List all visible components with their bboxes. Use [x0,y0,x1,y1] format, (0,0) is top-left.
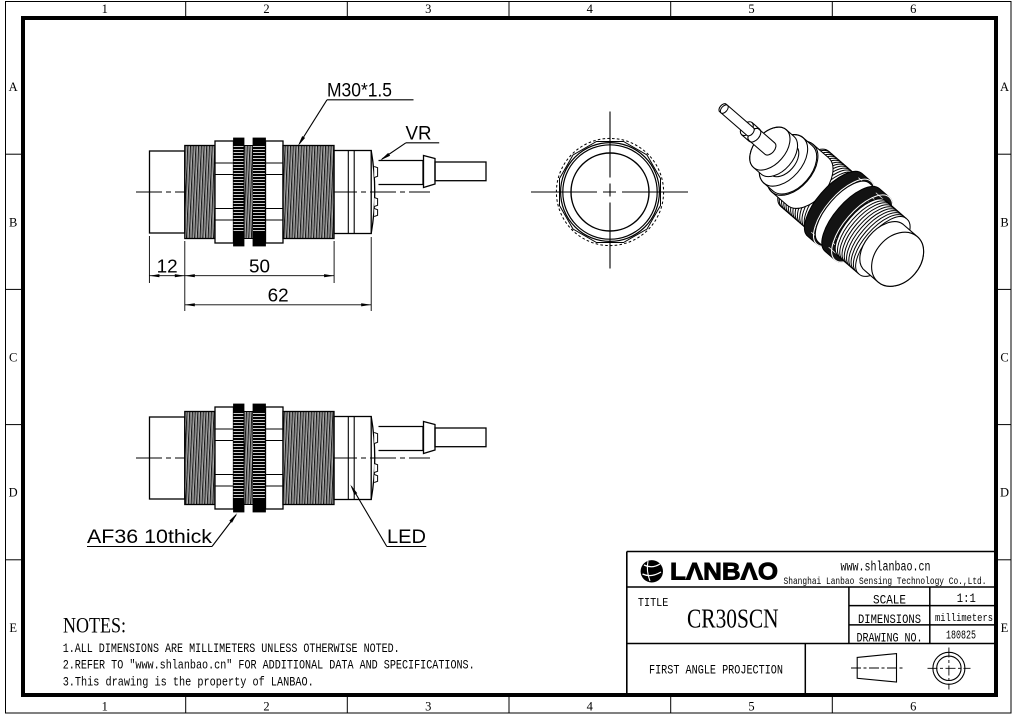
svg-text:A: A [9,80,18,94]
svg-text:5: 5 [748,2,754,16]
svg-text:5: 5 [748,700,754,714]
svg-text:4: 4 [587,2,594,16]
svg-text:D: D [1000,486,1009,500]
svg-text:6: 6 [910,2,916,16]
svg-text:2.REFER TO ″www.shlanbao.cn″ F: 2.REFER TO ″www.shlanbao.cn″ FOR ADDITIO… [63,658,475,673]
svg-text:6: 6 [910,700,916,714]
svg-text:B: B [9,215,17,229]
svg-text:12: 12 [157,255,178,276]
svg-text:C: C [9,351,17,365]
svg-text:3: 3 [425,700,431,714]
svg-text:1: 1 [102,2,108,16]
svg-text:1:1: 1:1 [957,592,976,606]
svg-text:1: 1 [102,700,108,714]
svg-text:2: 2 [263,700,269,714]
svg-text:DRAWING NO.: DRAWING NO. [857,630,923,645]
svg-text:M30*1.5: M30*1.5 [327,81,392,102]
svg-text:LED: LED [387,526,426,548]
svg-text:LΛNBΛO: LΛNBΛO [670,559,778,586]
svg-text:D: D [9,486,18,500]
svg-text:FIRST ANGLE PROJECTION: FIRST ANGLE PROJECTION [649,662,783,677]
svg-text:E: E [9,621,17,635]
svg-text:millimeters: millimeters [935,613,993,625]
svg-text:E: E [1001,621,1009,635]
svg-text:1.ALL DIMENSIONS ARE MILLIMETE: 1.ALL DIMENSIONS ARE MILLIMETERS UNLESS … [63,641,400,656]
svg-text:2: 2 [263,2,269,16]
svg-text:50: 50 [249,255,270,276]
svg-text:4: 4 [587,700,594,714]
svg-text:3.This drawing is the property: 3.This drawing is the property of LANBAO… [63,674,314,689]
svg-text:AF36 10thick: AF36 10thick [87,526,212,548]
svg-text:C: C [1000,351,1008,365]
svg-text:SCALE: SCALE [873,592,906,607]
svg-text:B: B [1000,215,1008,229]
svg-text:TITLE: TITLE [638,597,669,610]
svg-text:180825: 180825 [946,629,976,643]
svg-text:NOTES:: NOTES: [63,613,126,638]
svg-text:3: 3 [425,2,431,16]
svg-text:VR: VR [406,124,432,145]
svg-text:DIMENSIONS: DIMENSIONS [858,612,921,627]
svg-text:A: A [1000,80,1009,94]
svg-text:www.shlanbao.cn: www.shlanbao.cn [841,561,931,576]
svg-text:CR30SCN: CR30SCN [687,604,779,634]
svg-text:Shanghai Lanbao Sensing Techno: Shanghai Lanbao Sensing Technology Co.,L… [784,576,987,588]
svg-text:62: 62 [268,284,289,305]
